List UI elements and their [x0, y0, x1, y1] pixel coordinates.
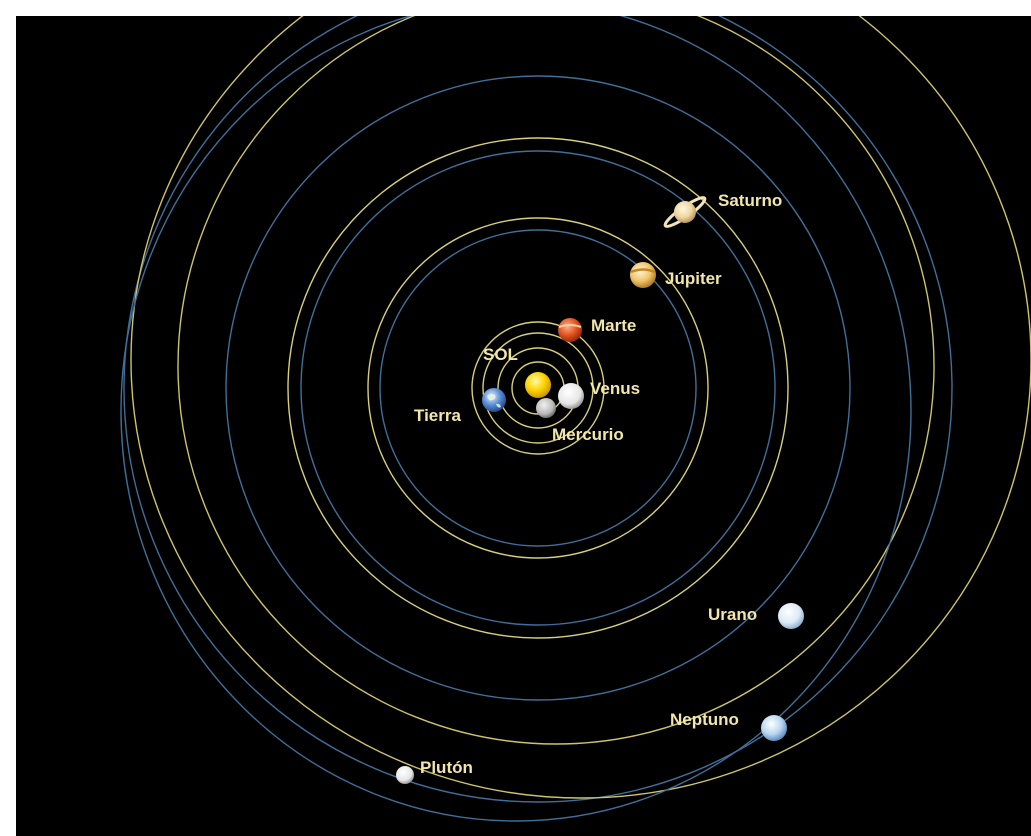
planet-pluton: Plutón: [396, 758, 473, 784]
orbit-jupiter: [367, 217, 709, 559]
orbit-urano: [225, 75, 851, 701]
orbit-asteroid-inner: [379, 229, 697, 547]
orbit-neptuno: [123, 16, 953, 803]
jupiter-icon: [630, 262, 656, 288]
tierra-label: Tierra: [414, 406, 461, 425]
mars-icon: [558, 318, 582, 342]
planet-tierra: Tierra: [414, 388, 506, 425]
planet-saturno: Saturno: [663, 191, 782, 228]
pluto-icon: [396, 766, 414, 784]
saturn-icon: [674, 201, 696, 223]
earth-icon: [482, 388, 506, 412]
neptune-icon: [761, 715, 787, 741]
orbit-marte: [471, 321, 605, 455]
pluton-label: Plutón: [420, 758, 473, 777]
planet-urano: Urano: [708, 603, 804, 629]
planet-mercurio: Mercurio: [536, 398, 624, 444]
orbit-yellow-outer: [177, 16, 935, 745]
jupiter-label: Júpiter: [665, 269, 722, 288]
urano-label: Urano: [708, 605, 757, 624]
planet-neptuno: Neptuno: [670, 710, 787, 741]
venus-icon: [558, 383, 584, 409]
mars-band: [558, 324, 582, 328]
solar-system-canvas: SOL Mercurio Venus Tierra Marte Júpiter …: [120, 16, 1031, 822]
mercury-icon: [536, 398, 556, 418]
solar-system-diagram: SOL Mercurio Venus Tierra Marte Júpiter …: [16, 16, 1031, 836]
planet-jupiter: Júpiter: [630, 262, 722, 288]
saturno-label: Saturno: [718, 191, 782, 210]
mercurio-label: Mercurio: [552, 425, 624, 444]
orbit-pluton: [130, 16, 1031, 799]
venus-label: Venus: [590, 379, 640, 398]
orbit-blue-outer: [120, 16, 912, 822]
orbit-saturno: [287, 137, 789, 639]
earth-continents: [487, 393, 501, 408]
sun: SOL: [483, 345, 551, 398]
marte-label: Marte: [591, 316, 636, 335]
neptuno-label: Neptuno: [670, 710, 739, 729]
orbits: [120, 16, 1031, 822]
jupiter-band: [630, 268, 656, 274]
sun-label: SOL: [483, 345, 518, 364]
orbit-tierra: [482, 332, 594, 444]
planet-venus: Venus: [558, 379, 640, 409]
orbit-blue-mid: [300, 150, 776, 626]
sun-icon: [525, 372, 551, 398]
planet-marte: Marte: [558, 316, 636, 342]
uranus-icon: [778, 603, 804, 629]
